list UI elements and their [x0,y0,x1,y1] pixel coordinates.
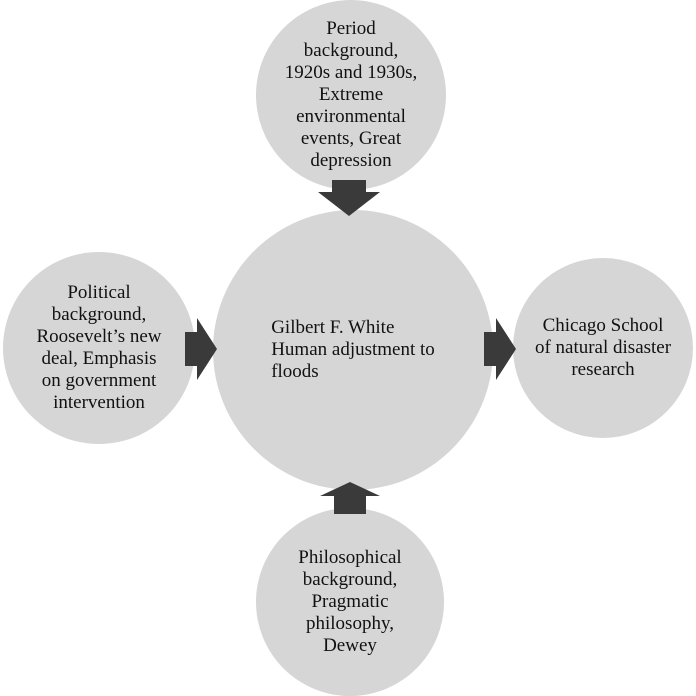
philosophical-background-node: Philosophical background, Pragmatic phil… [256,508,444,696]
arrow-right-shape [484,318,516,380]
period-background-label: Period background, 1920s and 1930s, Extr… [284,18,418,171]
arrow-up-shape [320,482,380,514]
arrow-right-icon [185,318,217,380]
political-background-label: Political background, Roosevelt’s new de… [36,282,162,413]
arrow-down-shape [318,180,380,216]
political-background-node: Political background, Roosevelt’s new de… [3,252,195,444]
arrow-up-icon [320,482,380,514]
gilbert-white-label: Gilbert F. White Human adjustment to flo… [271,317,435,382]
arrow-right-shape [185,318,217,380]
period-background-node: Period background, 1920s and 1930s, Extr… [256,0,446,190]
arrow-down-icon [318,180,380,216]
arrow-right-icon [484,318,516,380]
chicago-school-node: Chicago School of natural disaster resea… [513,258,693,438]
chicago-school-label: Chicago School of natural disaster resea… [534,315,672,380]
philosophical-background-label: Philosophical background, Pragmatic phil… [298,547,402,656]
gilbert-white-node: Gilbert F. White Human adjustment to flo… [213,210,493,490]
